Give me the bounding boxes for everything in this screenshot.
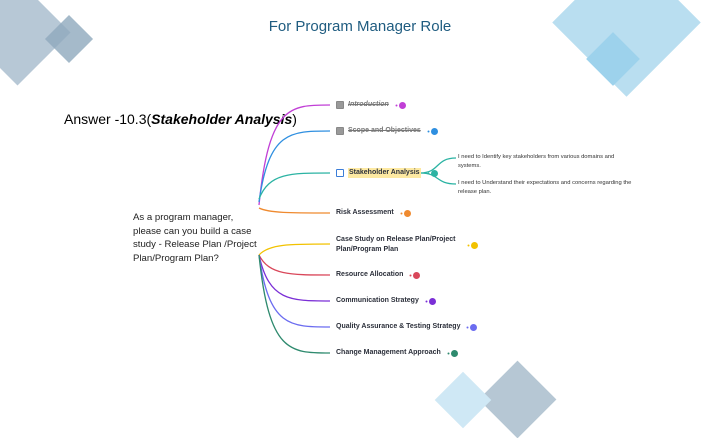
node-badge-icon[interactable] bbox=[430, 127, 438, 135]
mindmap-node[interactable]: Scope and Objectives bbox=[336, 126, 438, 136]
note-connector bbox=[419, 172, 457, 185]
node-badge-icon[interactable] bbox=[430, 169, 438, 177]
node-label: Communication Strategy bbox=[336, 297, 419, 304]
mindmap-node[interactable]: Case Study on Release Plan/Project Plan/… bbox=[336, 235, 478, 255]
node-label: Risk Assessment bbox=[336, 209, 394, 216]
stakeholder-note: I need to Understand their expectations … bbox=[458, 180, 632, 195]
mindmap-node[interactable]: Communication Strategy bbox=[336, 296, 436, 306]
branch-connector bbox=[258, 130, 331, 203]
node-badge-icon[interactable] bbox=[470, 323, 478, 331]
node-label: Change Management Approach bbox=[336, 349, 441, 356]
mindmap-root[interactable]: As a program manager, please can you bui… bbox=[133, 212, 257, 264]
node-label: Case Study on Release Plan/Project Plan/… bbox=[336, 236, 456, 253]
mindmap-node[interactable]: Risk Assessment bbox=[336, 208, 411, 218]
stakeholder-note: I need to Identify key stakeholders from… bbox=[458, 154, 615, 169]
branch-connector bbox=[258, 254, 331, 354]
mindmap-node[interactable]: Stakeholder Analysis bbox=[336, 168, 438, 178]
answer-topic: Stakeholder Analysis bbox=[151, 111, 293, 127]
branch-connector bbox=[258, 243, 331, 256]
branch-connector bbox=[258, 254, 331, 276]
branch-connector bbox=[258, 254, 331, 328]
answer-suffix: ) bbox=[292, 111, 297, 127]
node-badge-icon[interactable] bbox=[428, 297, 436, 305]
node-badge-icon[interactable] bbox=[403, 209, 411, 217]
node-label: Quality Assurance & Testing Strategy bbox=[336, 323, 461, 330]
mindmap-node[interactable]: Quality Assurance & Testing Strategy bbox=[336, 322, 478, 332]
node-label: Stakeholder Analysis bbox=[348, 168, 421, 178]
mindmap-node[interactable]: Resource Allocation bbox=[336, 270, 421, 280]
branch-connector bbox=[258, 254, 331, 302]
node-label: Resource Allocation bbox=[336, 271, 404, 278]
checkbox-icon[interactable] bbox=[336, 127, 344, 135]
node-badge-icon[interactable] bbox=[471, 241, 478, 249]
branch-connector bbox=[258, 172, 331, 200]
mindmap-connectors bbox=[258, 104, 457, 354]
node-badge-icon[interactable] bbox=[413, 271, 421, 279]
branch-connector bbox=[258, 207, 331, 214]
checkbox-icon[interactable] bbox=[336, 101, 344, 109]
node-badge-icon[interactable] bbox=[450, 349, 458, 357]
branch-connector bbox=[258, 104, 331, 206]
mindmap-node[interactable]: Introduction bbox=[336, 100, 406, 110]
answer-heading: Answer -10.3(Stakeholder Analysis) bbox=[64, 111, 297, 127]
checkbox-icon[interactable] bbox=[336, 169, 344, 177]
page-title: For Program Manager Role bbox=[268, 18, 452, 35]
mindmap-node[interactable]: Change Management Approach bbox=[336, 348, 458, 358]
node-badge-icon[interactable] bbox=[398, 101, 406, 109]
node-label: Introduction bbox=[348, 101, 389, 108]
answer-prefix: Answer -10.3( bbox=[64, 111, 152, 127]
node-label: Scope and Objectives bbox=[348, 127, 421, 134]
